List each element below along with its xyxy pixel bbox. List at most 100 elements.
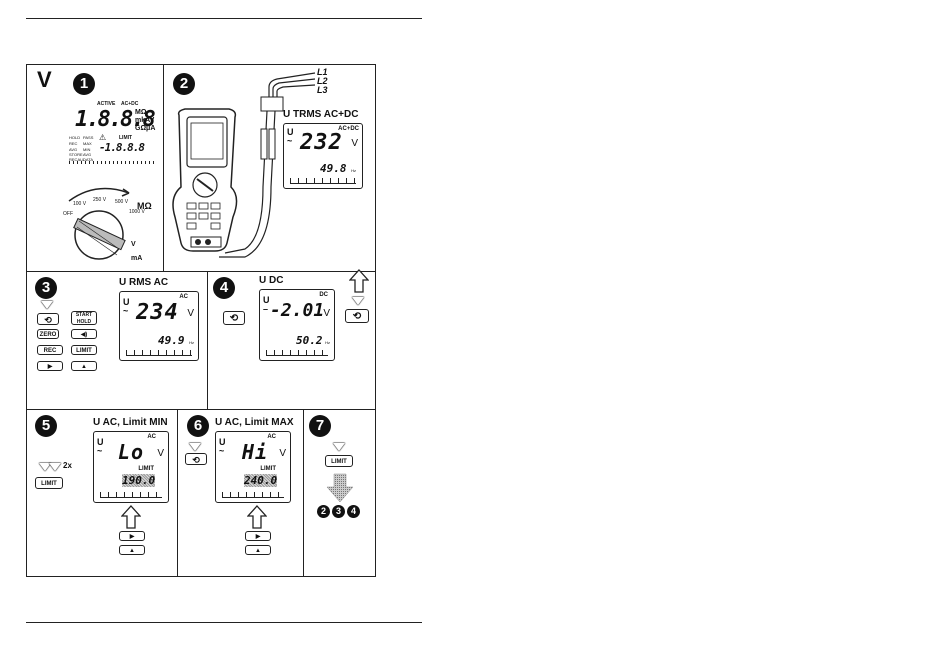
lcd-bargraph (126, 350, 192, 356)
dial-label-v: V (131, 241, 136, 248)
u-symbol: U~ (287, 127, 294, 146)
speaker-key[interactable]: ◀) (71, 329, 97, 339)
lcd-limit-tag: LIMIT (260, 466, 276, 472)
lcd-hz-label: Hz (351, 168, 356, 173)
lead-label-l1: L1 (317, 67, 328, 77)
dial-label-250v: 250 V (93, 197, 107, 203)
section-letter: V (37, 67, 52, 92)
right-arrow-key[interactable]: ▶ (37, 361, 63, 371)
lcd-label-hold: HOLD (69, 135, 81, 140)
divider (177, 409, 178, 576)
u-symbol: U– (263, 295, 270, 314)
panel-4-title: U DC (259, 275, 284, 286)
down-arrow-icon (189, 443, 201, 451)
limit-key[interactable]: LIMIT (71, 345, 97, 355)
goto-step-3-badge: 3 (332, 505, 345, 518)
u-symbol: U~ (219, 437, 226, 456)
lead-label-l3: L3 (317, 85, 328, 95)
rotary-switch: OFF 100 V 250 V 500 V 1000 V MΩ V mA (51, 181, 161, 269)
rotate-arrow-icon (68, 187, 130, 260)
step-5-badge: 5 (35, 415, 57, 437)
lcd-label-rec: REC (69, 141, 78, 146)
lcd-bargraph (290, 178, 356, 184)
rec-key[interactable]: REC (37, 345, 63, 355)
step-3-badge: 3 (35, 277, 57, 299)
press-count: 2x (63, 461, 72, 470)
lcd-label-data: DATA (83, 157, 94, 162)
lcd-unit: V (351, 138, 358, 149)
up-arrow-icon (349, 269, 369, 293)
dial-label-mohm: MΩ (137, 201, 152, 211)
lcd-bargraph (69, 161, 155, 164)
mode-cycle-key[interactable]: ⟲ (223, 311, 245, 325)
panel-5-title: U AC, Limit MIN (93, 417, 168, 428)
goto-step-2-badge: 2 (317, 505, 330, 518)
mode-cycle-key[interactable]: ⟲ (37, 313, 59, 325)
lcd-tag-active: ACTIVE (97, 101, 116, 107)
right-arrow-key[interactable]: ▶ (245, 531, 271, 541)
u-symbol: U~ (97, 437, 104, 456)
lcd-mode-tag: AC (147, 434, 156, 440)
lcd-bargraph (100, 492, 162, 498)
lcd-hz-label: Hz (325, 340, 330, 345)
lcd-mode-tag: DC (319, 292, 328, 298)
full-lcd-segment-map: ACTIVE AC+DC 1.8.8.8 MΩ mkAV GΩμA HOLD R… (69, 101, 156, 165)
lcd-main-value: Hi (242, 440, 269, 464)
down-arrow-icon (41, 301, 53, 309)
lcd-panel-2: U~ AC+DC 232 V 49.8 Hz (283, 123, 363, 189)
lcd-hz-label: Hz (189, 340, 194, 345)
lcd-tag-acdc: AC+DC (121, 101, 139, 107)
limit-key[interactable]: LIMIT (35, 477, 63, 489)
step-4-badge: 4 (213, 277, 235, 299)
lcd-unit: V (187, 308, 194, 319)
lcd-panel-6: U~ AC Hi V LIMIT 240.0 (215, 431, 291, 503)
dial-label-500v: 500 V (115, 199, 129, 205)
lcd-mode-tag: AC (179, 294, 188, 300)
limit-key[interactable]: LIMIT (325, 455, 353, 467)
lcd-frequency: 49.9 (158, 334, 185, 347)
lcd-label-min: MIN (83, 147, 91, 152)
zero-key[interactable]: ZERO (37, 329, 59, 339)
divider (27, 409, 375, 410)
panel-6-title: U AC, Limit MAX (215, 417, 294, 428)
lcd-main-value: -2.01 (270, 300, 325, 321)
down-arrow-icon (352, 297, 364, 305)
lcd-panel-3: U~ AC 234 V 49.9 Hz (119, 291, 199, 361)
up-arrow-key[interactable]: ▲ (71, 361, 97, 371)
divider (163, 65, 164, 271)
lcd-main-value: 232 (300, 130, 343, 155)
lcd-frequency: 50.2 (296, 334, 323, 347)
lcd-main-value: Lo (118, 440, 145, 464)
goto-step-4-badge: 4 (347, 505, 360, 518)
lcd-label-store: STORE (69, 152, 83, 157)
panel-2-title: U TRMS AC+DC (283, 109, 359, 120)
down-arrow-icon (326, 473, 354, 503)
lcd-unit-mkav: mkAV (135, 117, 155, 124)
start-hold-key[interactable]: START HOLD (71, 311, 97, 325)
right-arrow-key[interactable]: ▶ (119, 531, 145, 541)
lcd-frequency: 49.8 (320, 162, 347, 175)
warning-icon: ⚠ (99, 133, 107, 142)
step-6-badge: 6 (187, 415, 209, 437)
up-arrow-key[interactable]: ▲ (245, 545, 271, 555)
mode-cycle-key[interactable]: ⟲ (345, 309, 369, 323)
lcd-limit-tag: LIMIT (138, 466, 154, 472)
lcd-mode-tag: AC+DC (338, 126, 359, 132)
top-rule (26, 18, 422, 19)
lcd-unit-gohm: GΩμA (135, 125, 156, 132)
up-arrow-key[interactable]: ▲ (119, 545, 145, 555)
divider (207, 271, 208, 409)
lcd-main-value: 234 (136, 300, 179, 325)
lcd-label-pass: PASS (83, 135, 94, 140)
mode-cycle-key[interactable]: ⟲ (185, 453, 207, 465)
lcd-main-digits: 1.8.8.8 (75, 107, 156, 132)
lcd-unit: V (323, 308, 330, 319)
lcd-label-recall: RECALL (69, 157, 85, 162)
up-arrow-icon (121, 505, 141, 529)
lcd-unit: V (157, 448, 164, 459)
lcd-panel-4: U– DC -2.01 V 50.2 Hz (259, 289, 335, 361)
bottom-rule (26, 622, 422, 623)
dial-label-1000v: 1000 V (129, 209, 145, 215)
divider (303, 409, 304, 576)
u-symbol: U~ (123, 297, 130, 316)
